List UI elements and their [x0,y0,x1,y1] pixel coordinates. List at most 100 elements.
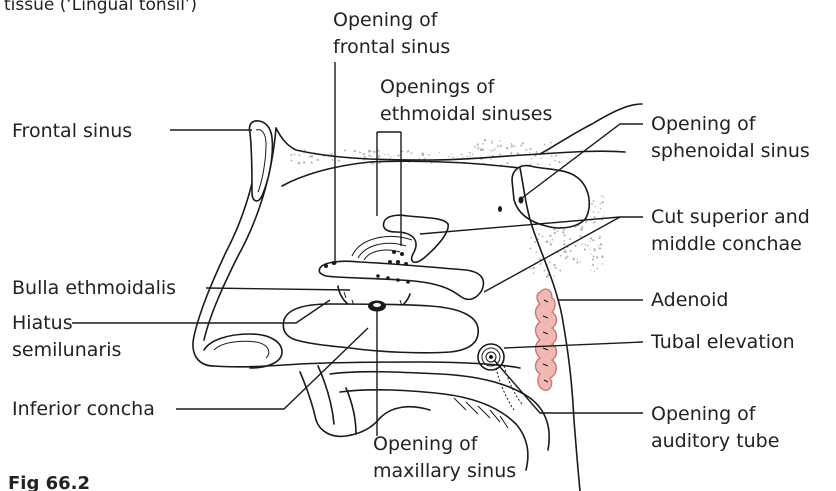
frontal-sinus-cavity [249,121,272,201]
bone-stipple-dot [511,145,513,147]
bone-stipple-dot [500,145,502,147]
label-inferior-concha: Inferior concha [12,398,155,420]
palate-teeth [300,366,356,434]
frontal-sinus-opening [332,261,337,265]
ethmoidal-opening [404,262,408,266]
bone-stipple-dot [363,153,365,155]
bone-stipple-dot [291,160,293,162]
ethmoidal-opening [376,274,380,278]
bone-stipple-dot [550,241,551,242]
bone-stipple-dot [304,162,306,164]
bone-stipple-dot [448,156,450,158]
bone-stipple-dot [497,145,499,147]
bone-stipple-dot [600,243,603,246]
bone-stipple-dot [603,196,604,197]
bone-stipple-dot [474,146,476,148]
bone-stipple-dot [554,275,555,276]
leader-lines [72,62,643,436]
bone-stipple-dot [580,236,582,238]
bone-stipple-dot [397,154,399,156]
bone-stipple-dot [556,230,558,232]
ethmoidal-opening [388,260,392,264]
bone-stipple-dot [563,240,565,242]
ethmoidal-opening [396,278,400,282]
bone-stipple-dot [594,221,596,223]
bone-stipple-dot [353,150,355,152]
bone-stipple-dot [411,152,412,153]
label-openings-ethmoidal-line1: Openings of [380,76,496,98]
bone-stipple-dot [368,154,370,156]
bone-stipple-dot [570,250,572,252]
bone-stipple-dot [600,208,601,209]
bone-stipple-dot [553,264,555,266]
bone-stipple-dot [364,156,366,158]
label-bulla-ethmoidalis: Bulla ethmoidalis [12,277,176,299]
bone-stipple-dot [544,144,546,146]
bone-stipple-dot [592,239,594,241]
bone-stipple-dot [564,249,565,250]
bone-stipple-dot [549,164,551,166]
bone-stipple-dot [540,158,542,160]
bone-stipple-dot [601,195,603,197]
bone-stipple-dot [565,257,567,259]
bone-stipple-dot [550,142,552,144]
bone-stipple-dot [538,238,540,240]
bone-stipple-dot [559,269,561,271]
bone-stipple-dot [359,152,361,154]
label-adenoid: Adenoid [651,289,728,311]
bone-stipple-dot [378,155,380,157]
bone-stipple-dot [311,162,313,164]
bone-stipple-dot [594,216,596,218]
bone-stipple-dot [562,231,564,233]
bone-stipple-dot [489,149,490,150]
label-cut-conchae-line1: Cut superior and [651,206,810,228]
bone-stipple-dot [589,249,590,250]
bone-stipple-dot [462,157,463,158]
bone-stipple-dot [293,154,295,156]
leader-openings-ethmoidal [377,132,401,246]
label-top-fragment: tissue (‘Lingual tonsil’) [4,0,197,15]
bone-stipple-dot [575,245,577,247]
bone-stipple-dot [551,239,553,241]
palate-lower [340,390,528,470]
bone-stipple-dot [499,154,501,156]
bone-stipple-dot [577,259,578,260]
label-opening-sphenoidal-line2: sphenoidal sinus [651,140,810,162]
bone-stipple-dot [580,229,582,231]
bone-stipple-dot [592,264,594,266]
bone-stipple-dot [590,254,591,255]
bone-stipple-dot [330,153,332,155]
bone-stipple-dot [549,262,551,264]
nasal-vestibule [204,334,282,368]
bone-stipple-dot [594,271,595,272]
bone-stipple-dot [522,142,524,144]
bone-stipple-dot [555,155,556,156]
bone-stipple-dot [603,215,604,216]
bone-stipple-dot [544,270,546,272]
bone-stipple-dot [534,241,536,243]
bone-stipple-dot [513,145,515,147]
frontal-sinus-opening-2 [324,264,328,268]
label-tubal-elevation: Tubal elevation [650,331,795,353]
bone-stipple-dot [338,160,340,162]
bone-stipple-dot [529,152,530,153]
bone-stipple-dot [491,140,493,142]
bone-stipple-dot [599,236,601,238]
bone-stipple-dot [439,152,440,153]
bone-stipple-dot [298,154,300,156]
bone-stipple-dot [529,248,531,250]
bone-stipple-dot [317,159,319,161]
bone-stipple-dot [472,153,474,155]
label-hiatus-line1: Hiatus [12,312,73,334]
bone-stipple-dot [598,245,599,246]
bone-stipple-dot [592,200,594,202]
bone-stipple-dot [290,154,292,156]
bone-stipple-dot [332,160,333,161]
label-opening-auditory-line2: auditory tube [651,430,779,452]
bone-stipple-dot [422,153,425,156]
label-frontal-sinus: Frontal sinus [12,120,132,142]
bone-stipple-dot [532,267,535,270]
sphenoidal-sinus-opening-2 [498,206,502,212]
bone-stipple-dot [520,145,522,147]
